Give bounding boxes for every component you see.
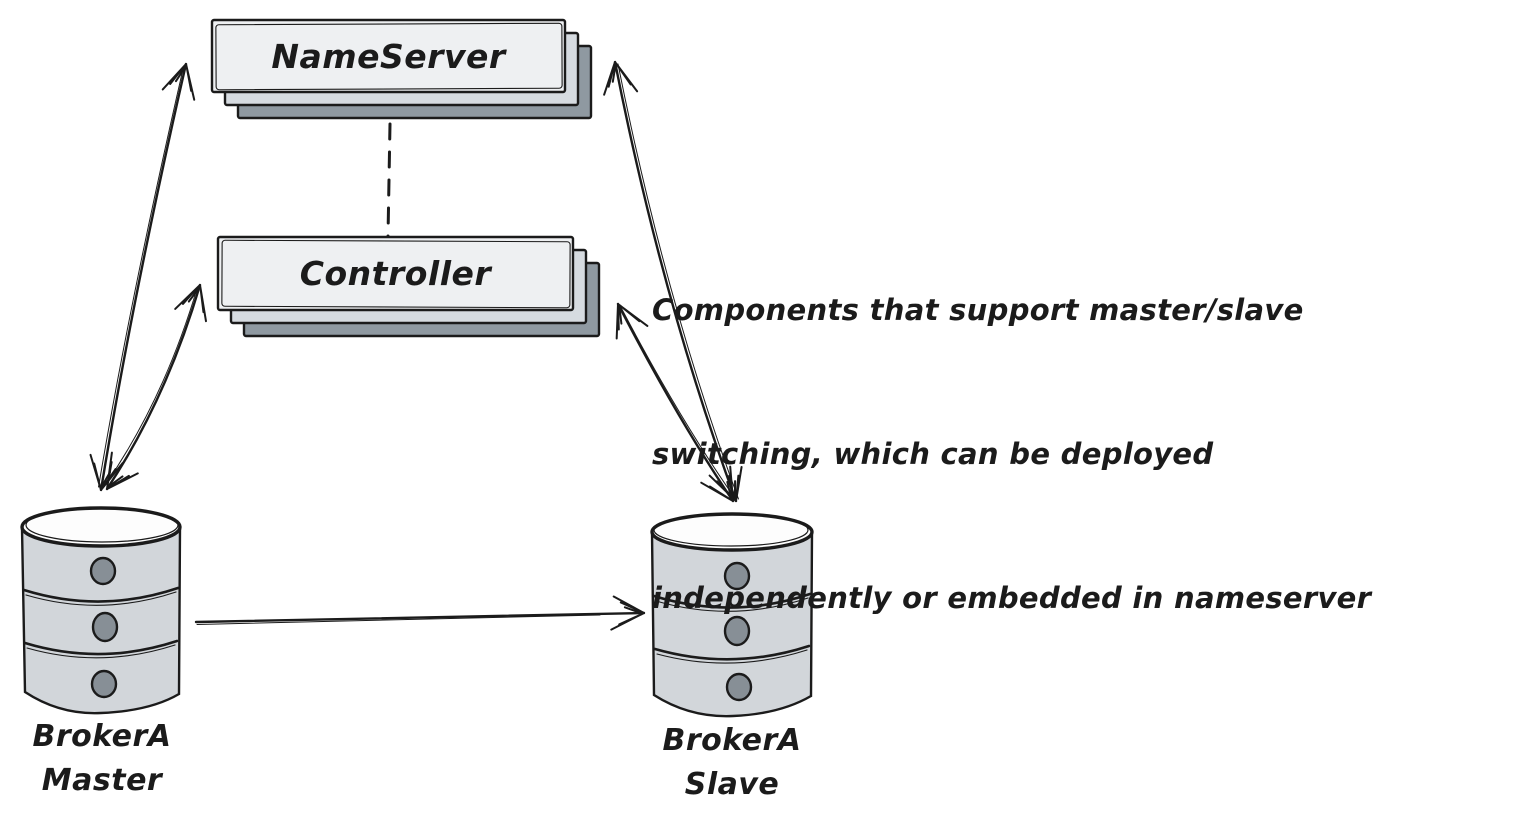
edges-layer <box>89 60 743 631</box>
cylinder-dot <box>91 611 119 643</box>
broker-master-cylinder <box>20 506 182 715</box>
cylinder-top-sketch-line <box>653 513 809 547</box>
cylinder-dot <box>89 556 117 586</box>
cylinder-ring-sketch-line <box>655 597 809 612</box>
broker-slave-cylinder <box>650 512 814 718</box>
nameserver-node <box>210 18 593 120</box>
dashed-link-nameserver-controller <box>386 122 392 238</box>
cylinder-dot <box>725 672 753 702</box>
annotation-line3: independently or embedded in nameserver <box>652 581 1372 615</box>
cylinder-ring-sketch-line <box>26 644 176 659</box>
annotation-line1: Components that support master/slave <box>652 293 1304 327</box>
cylinder-ring <box>653 644 811 661</box>
controller-node <box>216 235 601 338</box>
cylinder-dot <box>723 561 751 591</box>
cylinder-ring <box>652 592 812 609</box>
nameserver-card-sketch-line <box>215 22 563 91</box>
cylinder-ring <box>23 639 179 656</box>
cylinder-ring-sketch-line <box>25 591 177 606</box>
annotation-line2: switching, which can be deployed <box>652 437 1214 471</box>
controller-card-front <box>216 235 575 312</box>
arrow-master-nameserver <box>89 62 196 492</box>
nameserver-card-front <box>210 18 567 94</box>
cylinder-ring-sketch-line <box>656 649 808 664</box>
cylinder-dot <box>90 669 118 699</box>
cylinder-dot <box>723 615 751 647</box>
arrow-master-controller <box>104 283 207 491</box>
annotation-text: Components that support master/slave swi… <box>652 190 1372 718</box>
cylinder-top-sketch-line <box>25 507 179 543</box>
controller-card-sketch-line <box>221 239 571 309</box>
arrow-slave-controller <box>615 302 736 503</box>
cylinder-ring <box>22 586 180 603</box>
arrow-master-slave <box>194 595 646 631</box>
